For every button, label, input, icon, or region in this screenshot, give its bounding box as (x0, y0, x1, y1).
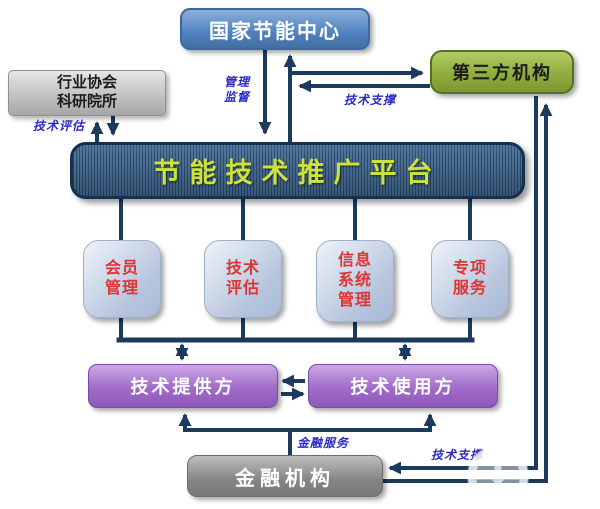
node-technology-provider: 技术提供方 (88, 364, 278, 408)
node-national-label: 国家节能中心 (209, 20, 341, 43)
node-technology-evaluation: 技术 评估 (204, 240, 282, 318)
edge-label-supervise-line2: 监督 (224, 90, 251, 104)
arrow-thirdparty-to-financial (388, 96, 538, 475)
node-platform-label: 节能技术推广平台 (153, 158, 442, 188)
node-third-party-org: 第三方机构 (430, 50, 574, 94)
node-provider-label: 技术提供方 (130, 377, 236, 397)
node-thirdparty-label: 第三方机构 (452, 63, 552, 83)
edge-label-technical-support-bottom: 技术支撑 (431, 448, 484, 462)
node-special-services: 专项 服务 (431, 240, 509, 318)
node-industry-line2: 科研院所 (56, 93, 117, 110)
node-special-line1: 专项 (452, 260, 487, 277)
node-techeval-line2: 评估 (225, 280, 260, 297)
node-member-line1: 会员 (104, 260, 139, 277)
node-promotion-platform: 节能技术推广平台 (70, 142, 525, 199)
arrow-financial-to-thirdparty (382, 103, 553, 483)
edge-label-financial-service: 金融服务 (297, 436, 350, 450)
node-national-energy-center: 国家节能中心 (180, 8, 370, 50)
node-financial-label: 金融机构 (235, 467, 335, 490)
edge-label-technical-support-top: 技术支撑 (344, 93, 397, 107)
node-infosys-line3: 管理 (337, 292, 372, 309)
node-technology-user: 技术使用方 (308, 364, 498, 408)
edge-label-management-supervision: 管理 监督 (224, 75, 250, 105)
edge-label-supervise-line1: 管理 (224, 75, 251, 89)
node-financial-institution: 金融机构 (187, 455, 383, 497)
node-information-system-management: 信息 系统 管理 (316, 240, 394, 322)
node-user-label: 技术使用方 (350, 377, 456, 397)
node-industry-association: 行业协会 科研院所 (8, 70, 166, 116)
node-special-line2: 服务 (452, 280, 487, 297)
edge-label-technology-evaluation: 技术评估 (33, 119, 86, 133)
node-member-line2: 管理 (104, 280, 139, 297)
node-industry-line1: 行业协会 (56, 74, 117, 92)
node-techeval-line1: 技术 (225, 260, 260, 277)
watermark-helm-logo (467, 445, 529, 507)
node-member-management: 会员 管理 (83, 240, 161, 318)
node-infosys-line2: 系统 (337, 272, 372, 289)
node-infosys-line1: 信息 (337, 252, 372, 269)
